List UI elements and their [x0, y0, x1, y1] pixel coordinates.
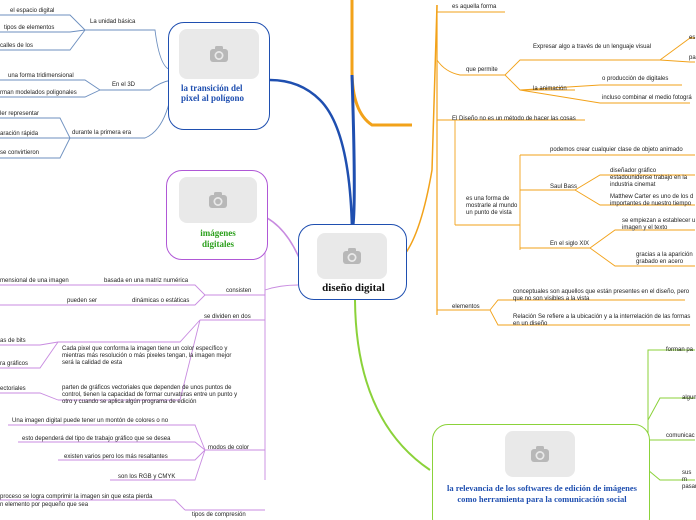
- leaf-label[interactable]: Matthew Carter es uno de los d important…: [610, 194, 694, 207]
- leaf-label[interactable]: se convirtieron: [0, 150, 40, 156]
- camera-icon: [209, 192, 227, 208]
- topic-card-imagenes[interactable]: imágenes digitales: [166, 170, 268, 260]
- topic-title: imágenes digitales: [200, 228, 236, 249]
- leaf-label[interactable]: ler representar: [0, 111, 40, 117]
- branch-label[interactable]: modos de color: [208, 445, 250, 451]
- leaf-label[interactable]: tipos de elementos: [4, 25, 55, 31]
- sub-branch-label[interactable]: Expresar algo a través de un lenguaje vi…: [533, 44, 652, 50]
- leaf-label[interactable]: sus m pasan: [682, 470, 696, 490]
- leaf-paragraph[interactable]: Cada pixel que conforma la imagen tiene …: [62, 346, 232, 366]
- leaf-label[interactable]: existen varios pero los más resaltantes: [64, 454, 168, 460]
- sub-branch-label[interactable]: es una forma de mostrarle al mundo un pu…: [466, 196, 518, 216]
- leaf-label[interactable]: podemos crear cualquier clase de objeto …: [550, 147, 683, 153]
- leaf-label[interactable]: diseñador gráfico estadounidense trabajo…: [610, 168, 688, 188]
- leaf-label[interactable]: ectoriales: [0, 386, 26, 392]
- topic-card-relevancia[interactable]: la relevancia de los softwares de edició…: [432, 424, 650, 520]
- leaf-label[interactable]: n elemento por pequeño que sea: [0, 502, 89, 508]
- leaf-label[interactable]: el espacio digital: [10, 8, 55, 14]
- topic-title: la transición del pixel al polígono: [181, 83, 245, 103]
- branch-label[interactable]: se dividen en dos: [204, 314, 251, 320]
- leaf-label[interactable]: Relación Se refiere a la ubicación y a l…: [513, 314, 691, 327]
- branch-label[interactable]: tipos de compresión: [192, 512, 246, 518]
- topic-photo-placeholder: [179, 29, 259, 79]
- camera-icon: [343, 248, 361, 264]
- leaf-label[interactable]: aración rápida: [0, 131, 39, 137]
- sub-branch-label[interactable]: En el siglo XIX: [550, 241, 590, 247]
- leaf-label[interactable]: as de bits: [0, 338, 26, 344]
- leaf-label[interactable]: mensional de una imagen: [0, 278, 69, 284]
- topic-photo-placeholder: [179, 177, 257, 223]
- branch-label[interactable]: durante la primera era: [72, 130, 132, 136]
- leaf-label[interactable]: pa: [689, 55, 696, 61]
- leaf-label[interactable]: calles de los: [0, 43, 34, 49]
- leaf-label[interactable]: algun: [682, 395, 696, 401]
- leaf-label[interactable]: ra gráficos: [0, 361, 29, 367]
- leaf-paragraph[interactable]: parten de gráficos vectoriales que depen…: [62, 385, 238, 405]
- camera-icon: [531, 446, 549, 462]
- branch-label[interactable]: es aquella forma: [452, 4, 497, 10]
- leaf-label[interactable]: incluso combinar el medio fotográ: [602, 95, 692, 101]
- topic-photo-placeholder: [505, 431, 575, 477]
- sub-branch-label[interactable]: la animación: [533, 86, 567, 92]
- leaf-label[interactable]: forman pa: [666, 347, 694, 353]
- leaf-label[interactable]: son los RGB y CMYK: [118, 474, 176, 480]
- leaf-label[interactable]: o producción de digitales: [602, 76, 669, 82]
- central-topic-card[interactable]: diseño digital: [298, 224, 407, 300]
- sub-branch-label[interactable]: dinámicas o estáticas: [132, 298, 190, 304]
- leaf-label[interactable]: una forma tridimensional: [8, 73, 74, 79]
- camera-icon: [210, 46, 228, 62]
- leaf-label[interactable]: se empiezan a establecer u imagen y el t…: [622, 218, 696, 231]
- sub-branch-label[interactable]: Saul Bass: [550, 184, 578, 190]
- leaf-label[interactable]: rman modelados poligonales: [0, 90, 77, 96]
- central-topic-title: diseño digital: [322, 282, 385, 294]
- branch-label[interactable]: consisten: [226, 288, 252, 294]
- branch-label[interactable]: que permite: [466, 67, 498, 73]
- leaf-label[interactable]: es: [689, 35, 696, 41]
- topic-title: la relevancia de los softwares de edició…: [447, 483, 637, 504]
- leaf-label[interactable]: esto dependerá del tipo de trabajo gráfi…: [22, 436, 171, 442]
- topic-card-pixel-polygon[interactable]: la transición del pixel al polígono: [168, 22, 270, 130]
- central-photo-placeholder: [317, 233, 387, 279]
- leaf-label[interactable]: proceso se logra comprimir la imagen sin…: [0, 494, 153, 500]
- leaf-label[interactable]: comunicac: [666, 433, 695, 439]
- leaf-label[interactable]: Una imagen digital puede tener un montón…: [12, 418, 169, 424]
- branch-label[interactable]: La unidad básica: [90, 19, 136, 25]
- sub-branch-label[interactable]: basada en una matriz numérica: [104, 278, 189, 284]
- branch-label[interactable]: En el 3D: [112, 82, 136, 88]
- leaf-label[interactable]: pueden ser: [67, 298, 98, 304]
- branch-label[interactable]: El Diseño no es un método de hacer las c…: [452, 116, 576, 122]
- leaf-label[interactable]: conceptuales son aquellos que están pres…: [513, 289, 690, 302]
- leaf-label[interactable]: gracias a la aparición grabado en acero: [636, 252, 693, 265]
- branch-label[interactable]: elementos: [452, 304, 480, 310]
